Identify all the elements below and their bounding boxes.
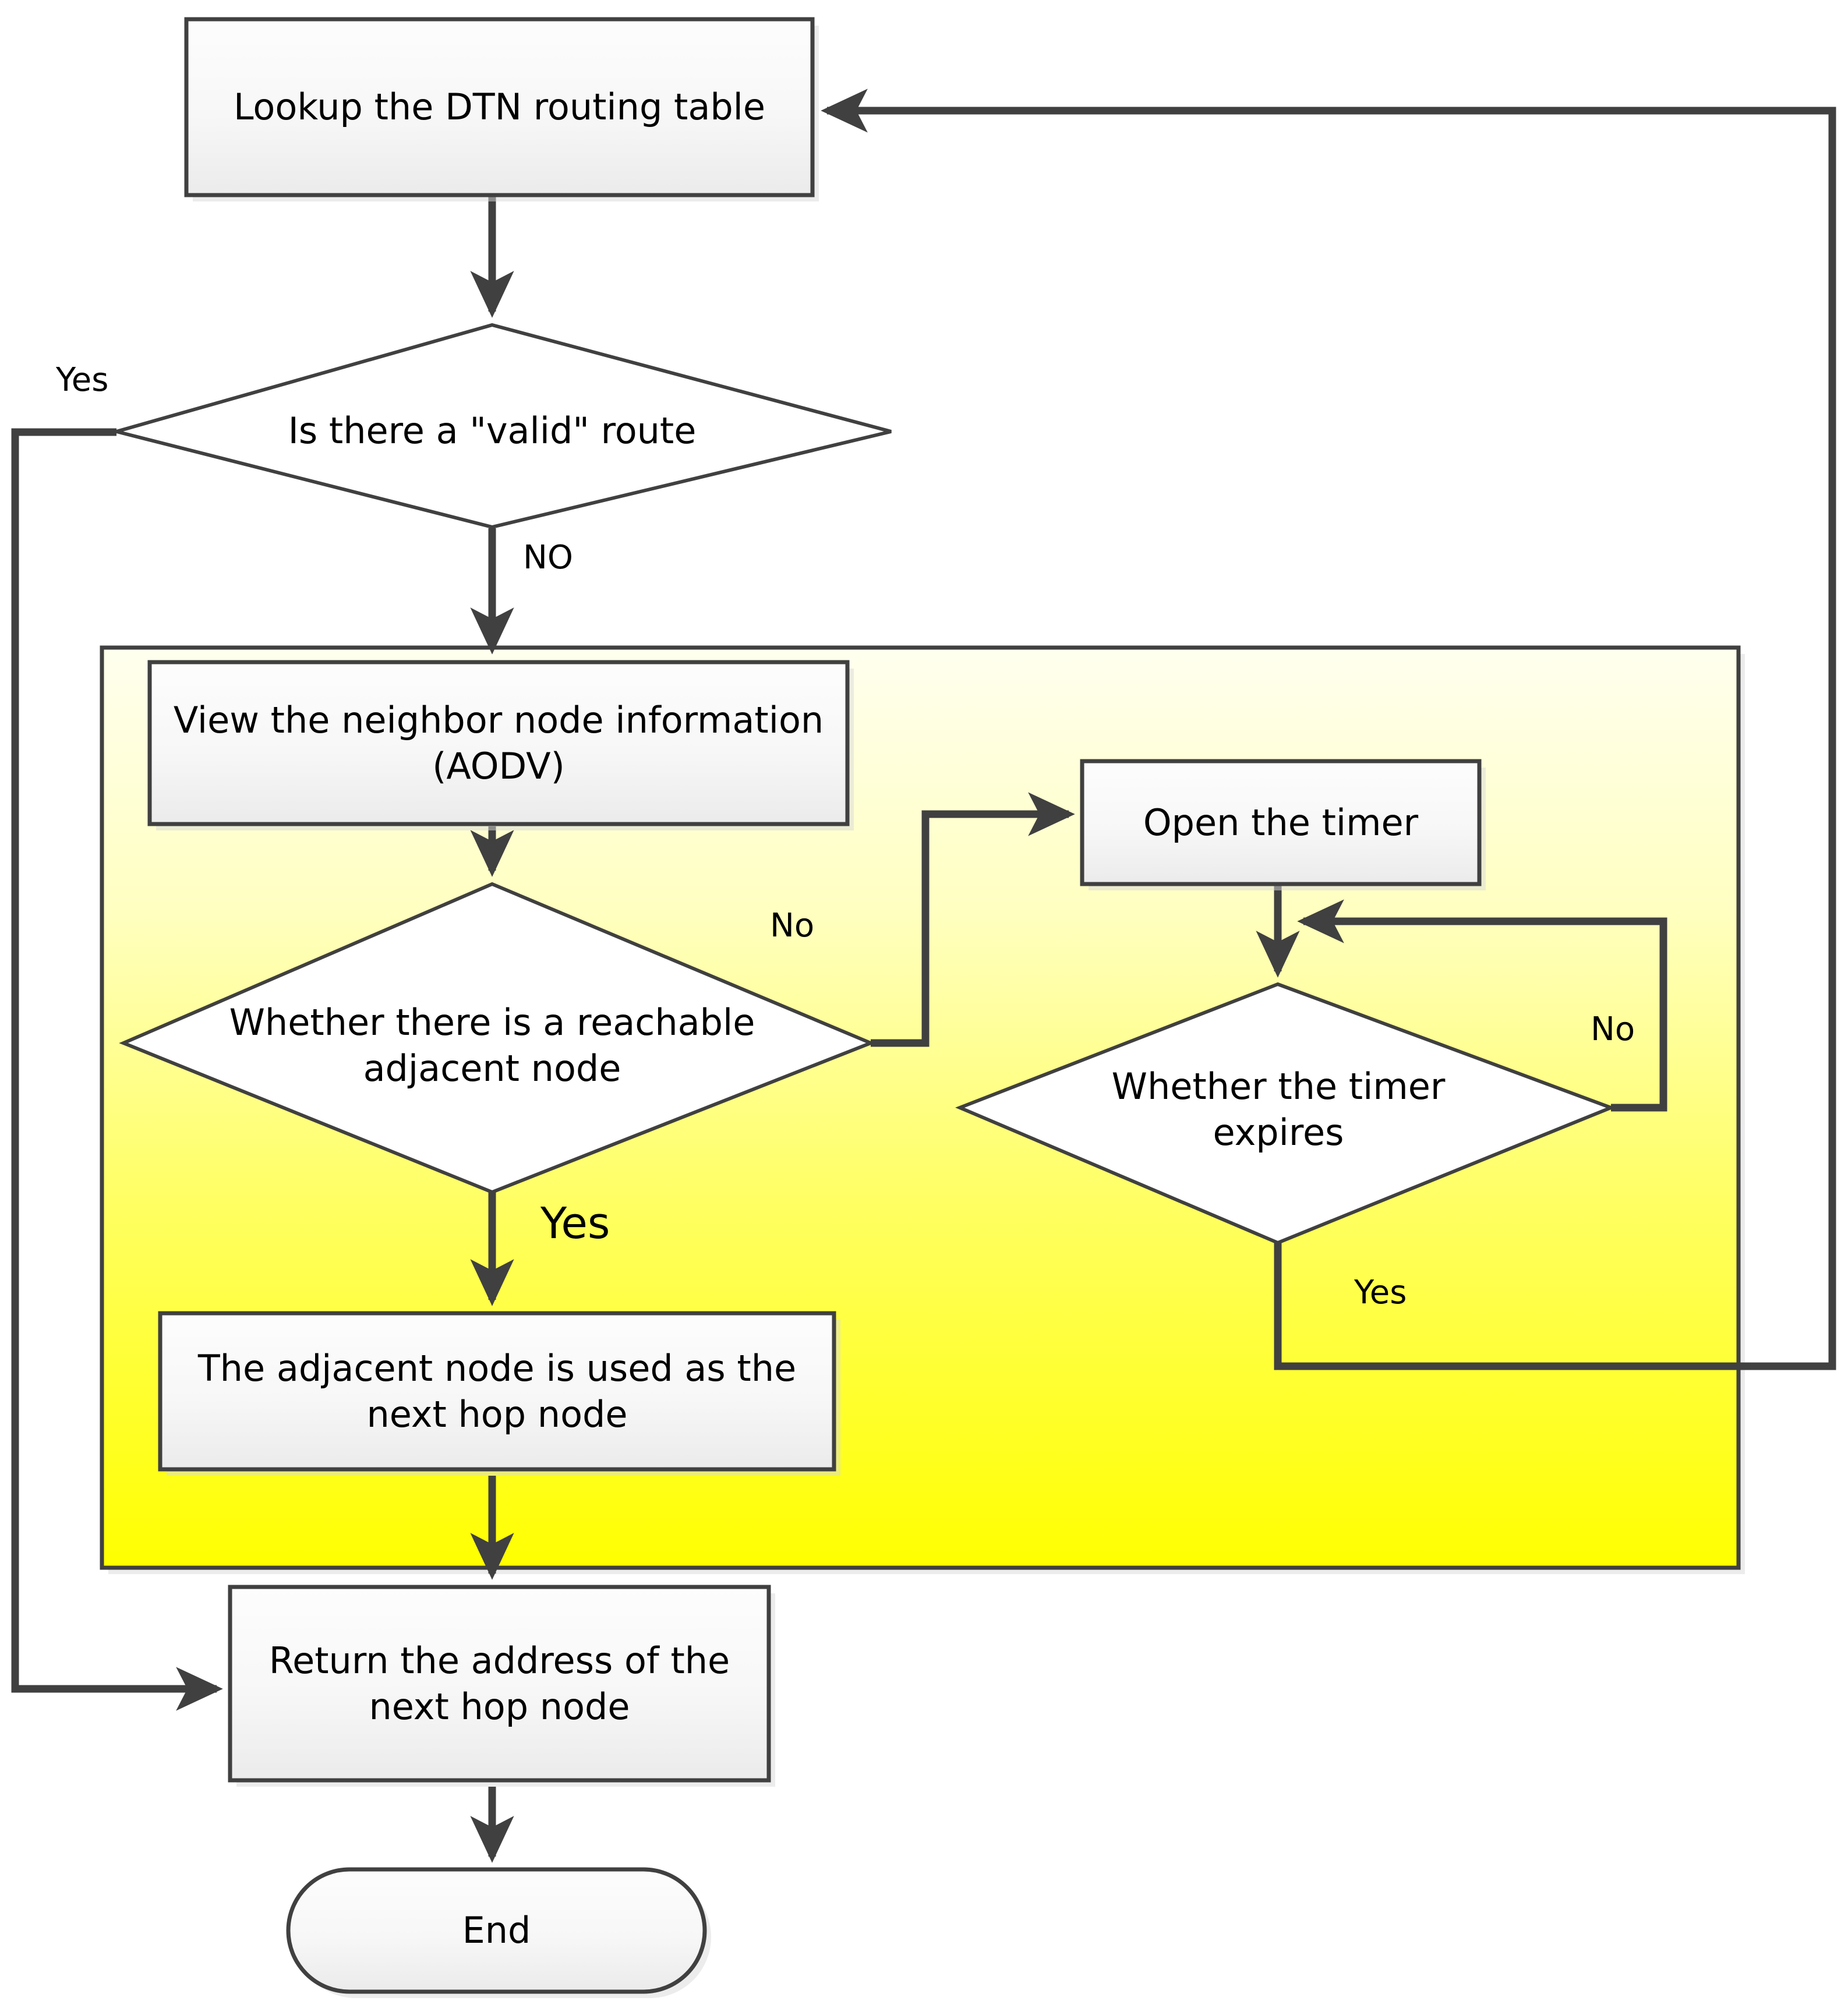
node-is-there-a-valid-route — [109, 323, 892, 529]
node-end — [286, 1867, 711, 1998]
edge-expires-yes-to-lookup — [821, 89, 1836, 1370]
node-open-the-timer — [1080, 759, 1486, 890]
node-whether-there-is-a-reachable-adjacent-node — [119, 882, 875, 1194]
node-the-adjacent-node-is-used-as-the-next-hop-node — [158, 1311, 840, 1476]
node-lookup-the-dtn-routing-table — [184, 17, 819, 201]
node-view-the-neighbor-node-information — [147, 660, 854, 830]
edge-valid-yes-to-return — [11, 428, 223, 1711]
edge-reachable-no-to-timer — [871, 792, 1075, 1047]
edge-expires-no-loop — [1297, 899, 1667, 1112]
node-return-the-address-of-the-next-hop-node — [228, 1585, 775, 1787]
node-whether-the-timer-expires — [955, 982, 1616, 1245]
